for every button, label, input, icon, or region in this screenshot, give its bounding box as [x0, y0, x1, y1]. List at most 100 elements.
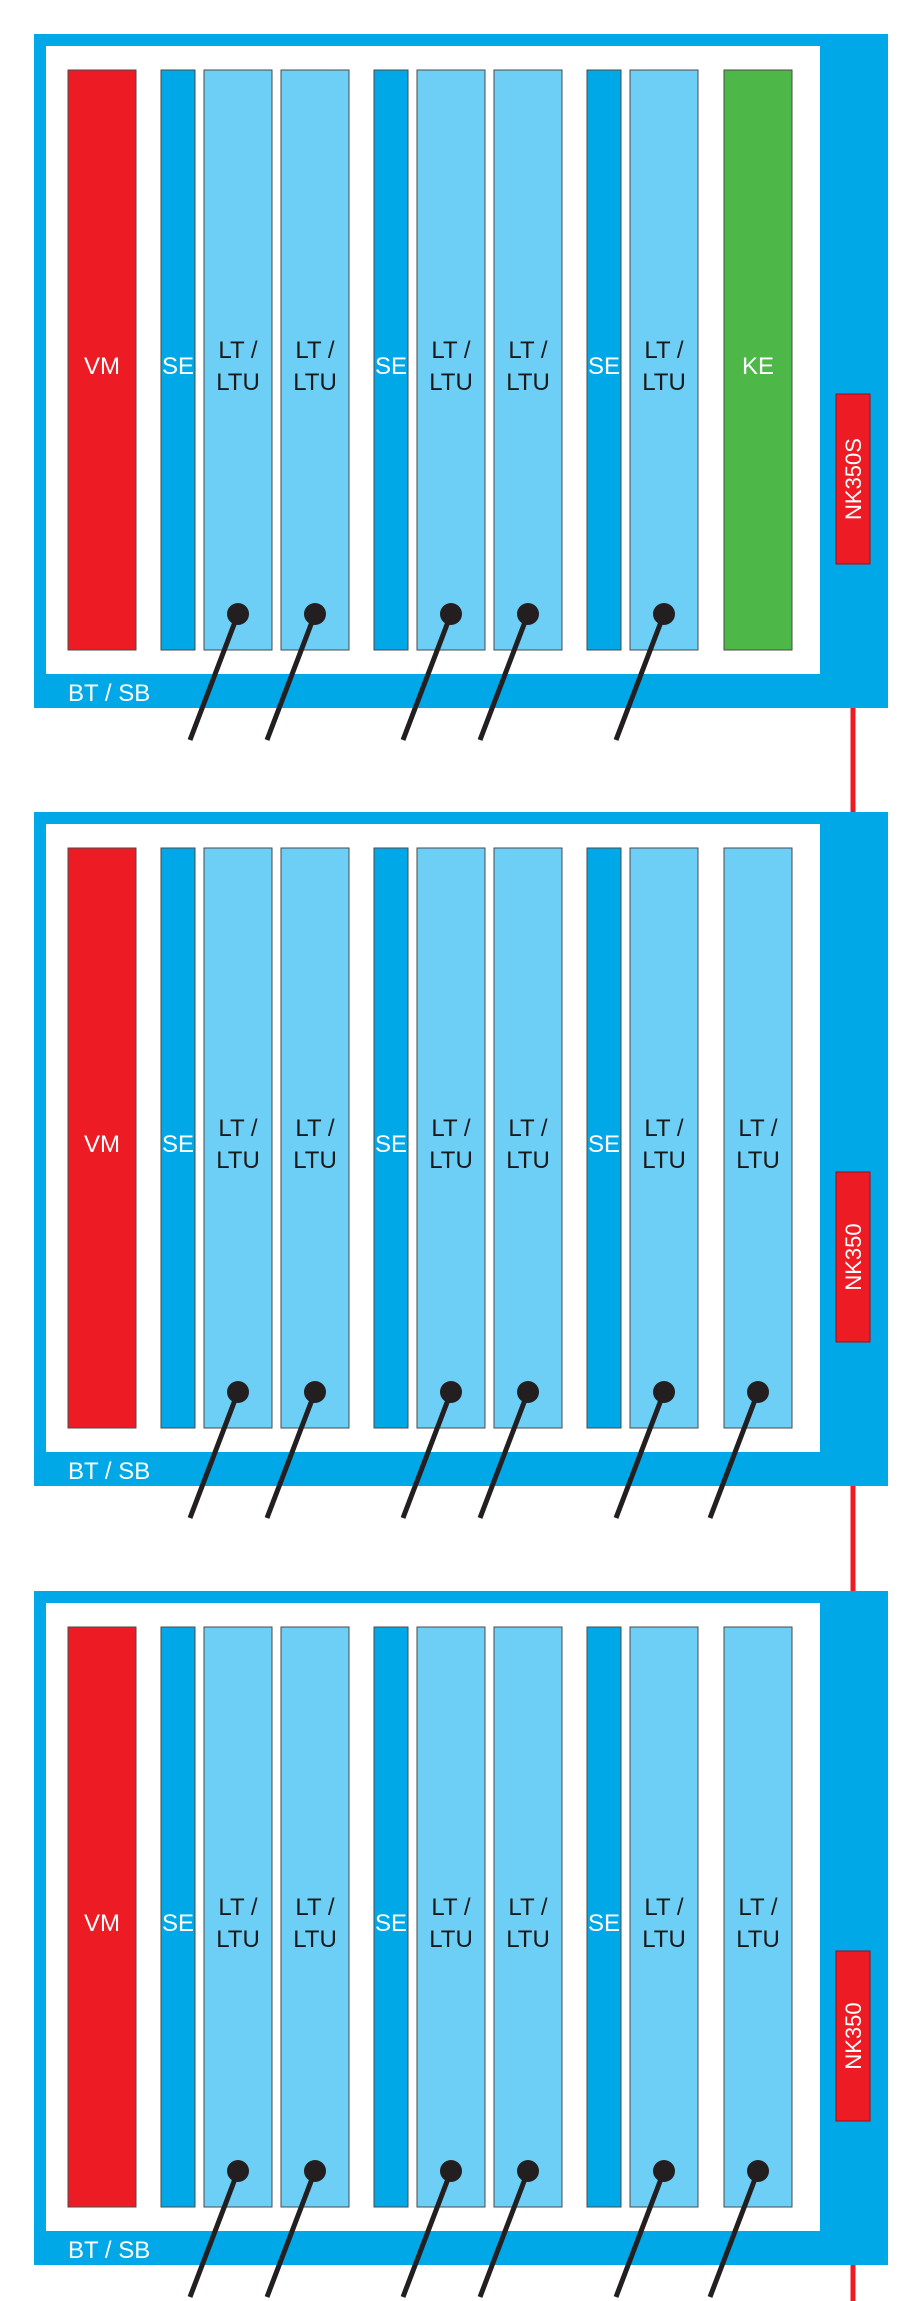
shelf-label: BT / SB	[68, 1458, 150, 1485]
card-body	[586, 847, 622, 1429]
card-body	[280, 1626, 350, 2208]
card-label: LT /	[218, 1894, 257, 1921]
card-label: SE	[375, 1910, 407, 1937]
card-lt: LT /LTU	[707, 847, 793, 1519]
cable	[187, 1391, 241, 1519]
card-body	[493, 847, 563, 1429]
connector-dot	[747, 2160, 769, 2182]
card-label: LTU	[216, 369, 260, 396]
nk-module-box	[835, 393, 871, 565]
card-lt: LT /LTU	[477, 69, 563, 741]
card-body	[723, 1626, 793, 2208]
card-vm: VM	[67, 1626, 137, 2208]
cable	[707, 1391, 761, 1519]
card-lt: LT / LTU	[400, 847, 486, 1519]
connector-dot	[747, 1381, 769, 1403]
nk-module-label: NK350S	[841, 438, 866, 520]
card-body	[629, 847, 699, 1429]
card-label: KE	[742, 353, 774, 380]
cable	[400, 2170, 454, 2298]
cable	[400, 1391, 454, 1519]
card-label: LT /	[508, 1894, 547, 1921]
card-vm: VM	[67, 847, 137, 1429]
card-label: LTU	[429, 1147, 473, 1174]
card-label: LT /	[431, 337, 470, 364]
card-label: LTU	[216, 1926, 260, 1953]
card-label: LT /	[644, 1115, 683, 1142]
card-body	[373, 1626, 409, 2208]
connector-dot	[227, 1381, 249, 1403]
card-body	[373, 847, 409, 1429]
card-lt: LT / LTU	[613, 847, 699, 1519]
card-label: LT /	[738, 1894, 777, 1921]
card-label: VM	[84, 353, 120, 380]
cable	[400, 613, 454, 741]
card-label: SE	[162, 1910, 194, 1937]
connector-dot	[517, 2160, 539, 2182]
cable	[707, 2170, 761, 2298]
card-label: SE	[588, 353, 620, 380]
card-label: LTU	[736, 1147, 780, 1174]
nk-module-label: NK350	[841, 1223, 866, 1290]
cable	[477, 2170, 531, 2298]
shelf-label: BT / SB	[68, 680, 150, 707]
card-label: LT /	[644, 1894, 683, 1921]
card-label: LTU	[429, 369, 473, 396]
card-body	[723, 69, 793, 651]
card-lt: LT /LTU	[264, 69, 350, 741]
card-body	[723, 847, 793, 1429]
card-body	[203, 847, 273, 1429]
card-label: LTU	[642, 1926, 686, 1953]
connector-dot	[517, 1381, 539, 1403]
card-label: LTU	[293, 1147, 337, 1174]
cable	[187, 2170, 241, 2298]
card-lt: LT /LTU	[707, 1626, 793, 2298]
card-label: LT /	[431, 1115, 470, 1142]
card-label: SE	[162, 353, 194, 380]
card-label: LT /	[508, 1115, 547, 1142]
card-lt: LT /LTU	[264, 1626, 350, 2298]
card-ke: KE	[723, 69, 793, 651]
card-body	[203, 1626, 273, 2208]
cable	[477, 613, 531, 741]
card-lt: LT / LTU	[613, 1626, 699, 2298]
card-label: LT /	[508, 337, 547, 364]
card-label: LTU	[216, 1147, 260, 1174]
card-body	[67, 847, 137, 1429]
card-body	[373, 69, 409, 651]
card-body	[67, 69, 137, 651]
nk-module-label: NK350	[841, 2002, 866, 2069]
cable	[477, 1391, 531, 1519]
card-vm: VM	[67, 69, 137, 651]
shelf-label: BT / SB	[68, 2237, 150, 2264]
card-body	[416, 1626, 486, 2208]
card-label: SE	[162, 1131, 194, 1158]
connector-dot	[227, 2160, 249, 2182]
card-se: SE	[586, 1626, 622, 2208]
card-se: SE	[160, 69, 196, 651]
cable	[264, 2170, 318, 2298]
card-se: SE	[160, 1626, 196, 2208]
card-lt: LT /LTU	[477, 847, 563, 1519]
card-label: LT /	[431, 1894, 470, 1921]
card-label: LTU	[642, 1147, 686, 1174]
connector-dot	[517, 603, 539, 625]
card-body	[67, 1626, 137, 2208]
card-body	[493, 69, 563, 651]
card-lt: LT /LTU	[187, 69, 273, 741]
card-body	[280, 69, 350, 651]
cable	[187, 613, 241, 741]
card-label: VM	[84, 1910, 120, 1937]
connector-dot	[653, 603, 675, 625]
card-body	[586, 1626, 622, 2208]
card-label: LT /	[218, 1115, 257, 1142]
nk-module: NK350S	[835, 393, 871, 565]
card-lt: LT /LTU	[613, 69, 699, 741]
card-label: VM	[84, 1131, 120, 1158]
connector-dot	[227, 603, 249, 625]
connector-dot	[440, 603, 462, 625]
